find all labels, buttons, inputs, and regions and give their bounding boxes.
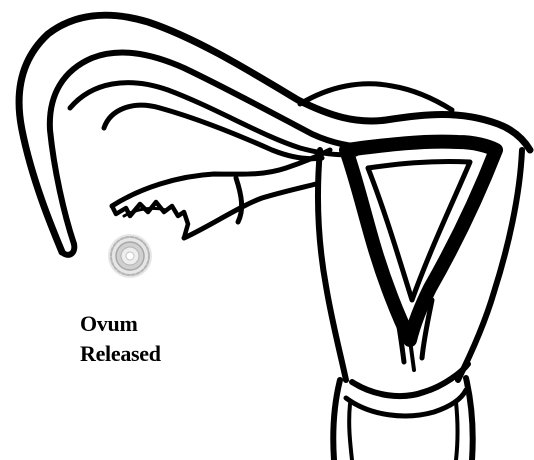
fallopian-tube-lower-wall (104, 105, 322, 159)
vagina-inner-left (349, 404, 352, 460)
ovum-released-label-line1: Ovum (80, 312, 137, 336)
vagina-left-wall (333, 380, 340, 460)
vagina-right-wall (466, 378, 473, 460)
uterus-left-wall (318, 150, 346, 380)
infundibulum-back (236, 178, 242, 222)
infundibulum-lower (184, 184, 316, 238)
fallopian-tube-outer-wall (19, 15, 530, 252)
ovum-released-label-line2: Released (80, 342, 161, 366)
ovum-icon (108, 234, 152, 278)
vagina-inner-right (456, 402, 458, 460)
fallopian-tube-inner-channel (70, 83, 356, 155)
vaginal-fornix (352, 364, 468, 396)
uterus-right-wall (458, 150, 522, 380)
uterus-fundus (300, 84, 452, 110)
